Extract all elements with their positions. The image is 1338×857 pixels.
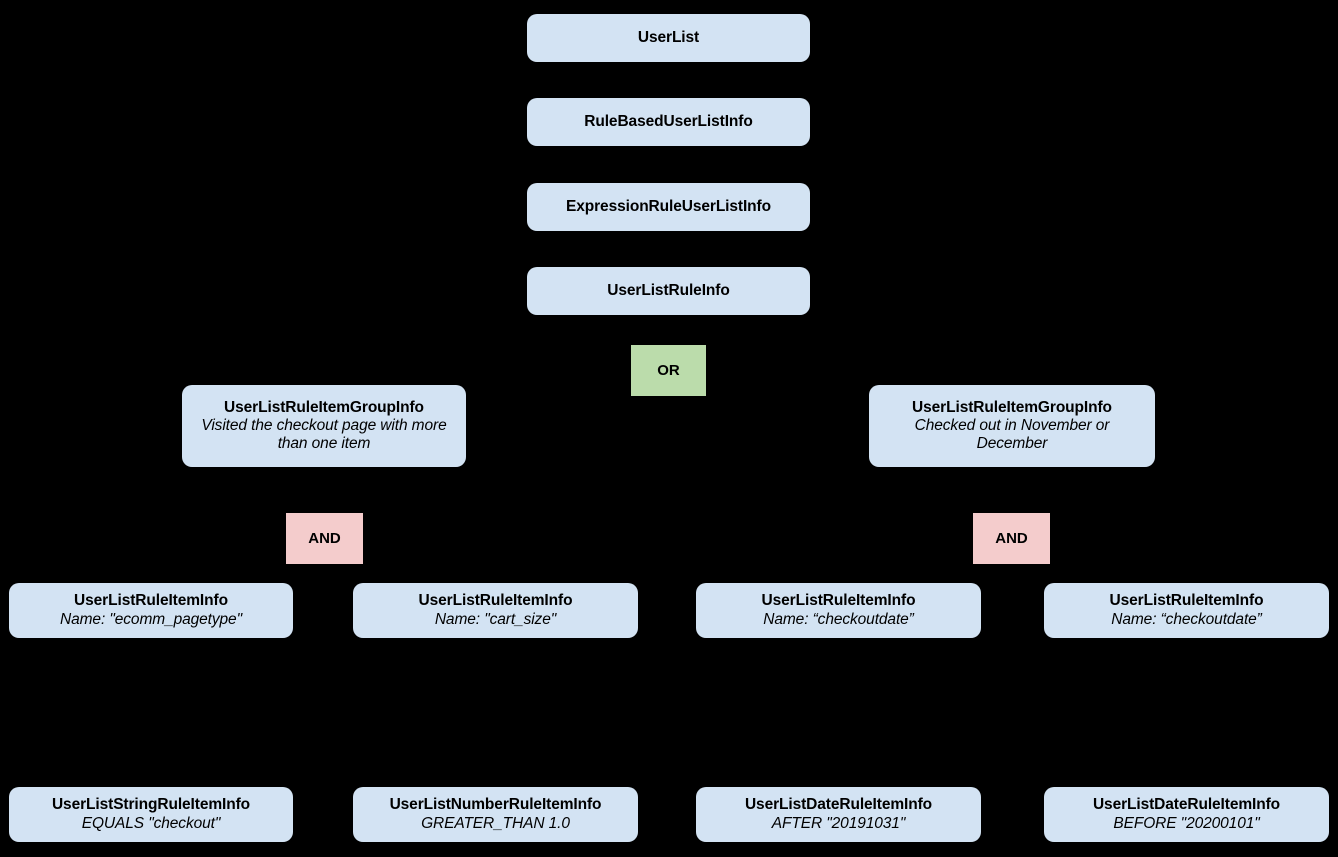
edge-andleft-pagetype — [150, 563, 301, 584]
node-subtitle: BEFORE "20200101" — [1113, 814, 1260, 832]
node-title: UserListRuleItemInfo — [761, 592, 916, 610]
node-item-cartsize[interactable]: UserListRuleItemInfo Name: "cart_size" — [353, 583, 638, 638]
operator-label: OR — [657, 361, 680, 379]
node-group-left[interactable]: UserListRuleItemGroupInfo Visited the ch… — [182, 385, 466, 467]
node-subtitle: EQUALS "checkout" — [81, 814, 221, 832]
node-subtitle: GREATER_THAN 1.0 — [421, 814, 570, 832]
edge-group-and — [323, 467, 1013, 513]
node-item-checkoutdate-after[interactable]: UserListRuleItemInfo Name: “checkoutdate… — [696, 583, 981, 638]
node-title: UserListRuleItemGroupInfo — [224, 398, 424, 416]
node-rulebaseduserlistinfo[interactable]: RuleBasedUserListInfo — [527, 98, 810, 146]
operator-label: AND — [995, 529, 1028, 547]
node-subtitle: Checked out in November or December — [914, 416, 1110, 453]
node-or-operator[interactable]: OR — [631, 345, 706, 396]
node-title: UserListDateRuleItemInfo — [744, 796, 933, 814]
node-leaf-number[interactable]: UserListNumberRuleItemInfo GREATER_THAN … — [353, 787, 638, 842]
edge-items-leaves — [150, 638, 1187, 787]
node-title: UserListRuleItemInfo — [1109, 592, 1264, 610]
node-title: UserListRuleItemInfo — [74, 592, 228, 610]
node-item-checkoutdate-before[interactable]: UserListRuleItemInfo Name: “checkoutdate… — [1044, 583, 1329, 638]
node-and-left[interactable]: AND — [286, 513, 363, 564]
node-userlistruleinfo[interactable]: UserListRuleInfo — [527, 267, 810, 315]
node-subtitle: Name: “checkoutdate” — [1111, 610, 1262, 628]
node-group-right[interactable]: UserListRuleItemGroupInfo Checked out in… — [869, 385, 1155, 467]
node-leaf-string[interactable]: UserListStringRuleItemInfo EQUALS "check… — [9, 787, 293, 842]
node-title: UserListRuleItemInfo — [418, 592, 573, 610]
node-leaf-date-before[interactable]: UserListDateRuleItemInfo BEFORE "2020010… — [1044, 787, 1329, 842]
node-title: UserList — [637, 28, 700, 46]
node-title: UserListRuleInfo — [607, 281, 730, 299]
node-expressionruleuserlistinfo[interactable]: ExpressionRuleUserListInfo — [527, 183, 810, 231]
node-title: UserListRuleItemGroupInfo — [912, 398, 1112, 416]
edge-andleft-cartsize — [348, 563, 496, 584]
operator-label: AND — [308, 529, 341, 547]
node-subtitle: Name: “checkoutdate” — [763, 610, 914, 628]
node-leaf-date-after[interactable]: UserListDateRuleItemInfo AFTER "20191031… — [696, 787, 981, 842]
edge-andright-before — [1035, 563, 1187, 584]
node-subtitle: AFTER "20191031" — [771, 814, 906, 832]
edge-or-group-left — [323, 359, 646, 386]
node-title: UserListDateRuleItemInfo — [1092, 796, 1281, 814]
node-userlist[interactable]: UserList — [527, 14, 810, 62]
node-title: UserListNumberRuleItemInfo — [389, 796, 602, 814]
node-title: UserListStringRuleItemInfo — [51, 796, 251, 814]
node-title: RuleBasedUserListInfo — [584, 112, 753, 130]
node-subtitle: Name: "cart_size" — [434, 610, 557, 628]
node-item-pagetype[interactable]: UserListRuleItemInfo Name: "ecomm_pagety… — [9, 583, 293, 638]
node-subtitle: Visited the checkout page with more than… — [201, 416, 447, 453]
edge-and-items — [150, 563, 1187, 584]
edge-or-group-right — [692, 359, 1013, 386]
node-and-right[interactable]: AND — [973, 513, 1050, 564]
node-title: ExpressionRuleUserListInfo — [566, 197, 771, 215]
node-subtitle: Name: "ecomm_pagetype" — [60, 610, 242, 628]
edge-andright-after — [837, 563, 989, 584]
